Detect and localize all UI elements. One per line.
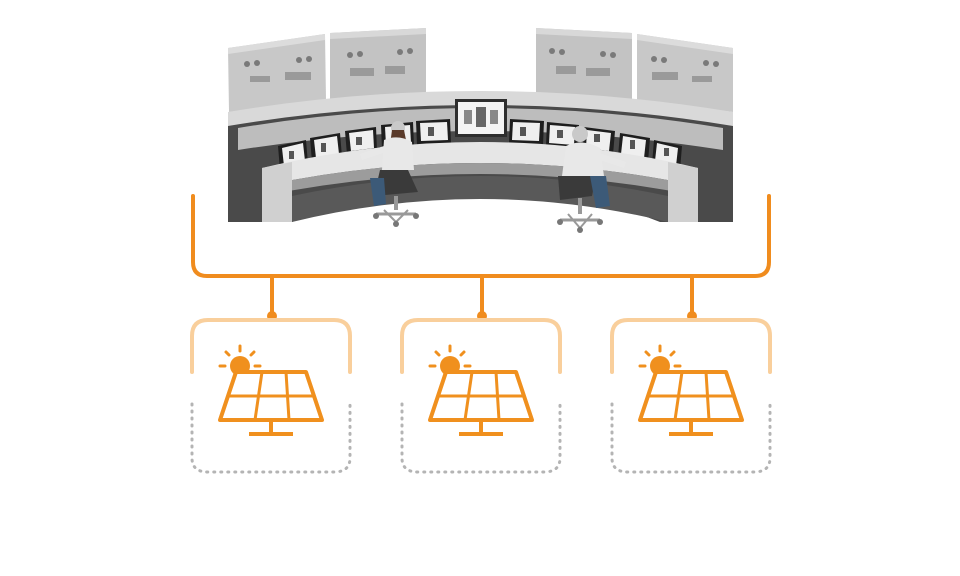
wall-panel-left-2 (330, 28, 426, 100)
solar-panel-icon (638, 370, 744, 436)
solar-panel-icon (218, 370, 324, 436)
connector-lines (191, 194, 771, 318)
main-display (455, 99, 507, 137)
operator-right (557, 126, 626, 233)
site-3 (610, 318, 772, 474)
wall-panel-left-1 (228, 34, 326, 112)
site-2 (400, 318, 562, 474)
wall-panel-right-1 (536, 28, 632, 100)
site-1 (190, 318, 352, 474)
wall-panel-right-2 (637, 34, 733, 112)
wall-panel-switches (250, 66, 712, 82)
solar-panel-icon (428, 370, 534, 436)
wall-panel-gauges (244, 48, 719, 67)
control-room-icon (228, 28, 733, 233)
console-monitors (278, 119, 682, 170)
operator-left (360, 121, 419, 227)
